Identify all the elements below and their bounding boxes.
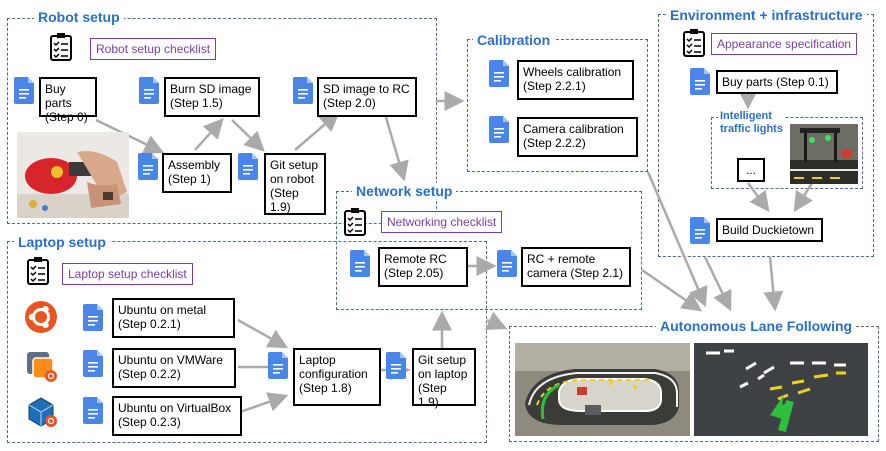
appearance-specification[interactable]: Appearance specification xyxy=(711,33,858,55)
burn-sd-box[interactable]: Burn SD image (Step 1.5) xyxy=(164,77,260,117)
google-doc-icon[interactable] xyxy=(489,116,509,143)
arrow-env-left-to-autonomous xyxy=(703,256,732,312)
environment-title: Environment + infrastructure xyxy=(666,7,867,23)
robot-setup-group xyxy=(7,18,437,224)
google-doc-icon[interactable] xyxy=(14,77,34,104)
clipboard-checklist-icon xyxy=(50,33,72,61)
clipboard-checklist-icon xyxy=(27,257,49,285)
env-buy-parts-box[interactable]: Buy parts (Step 0.1) xyxy=(716,70,838,94)
calibration-group xyxy=(467,39,648,172)
laptop-setup-checklist[interactable]: Laptop setup checklist xyxy=(62,263,193,285)
laptop-setup-title: Laptop setup xyxy=(14,234,110,250)
google-doc-icon[interactable] xyxy=(83,304,103,331)
clipboard-checklist-icon xyxy=(344,208,366,236)
traffic-lights-subgroup xyxy=(711,117,863,189)
git-robot-box[interactable]: Git setup on robot (Step 1.9) xyxy=(264,153,326,215)
google-doc-icon[interactable] xyxy=(489,60,509,87)
camera-calibration-box[interactable]: Camera calibration (Step 2.2.2) xyxy=(517,117,638,157)
vmware-icon xyxy=(27,352,57,382)
google-doc-icon[interactable] xyxy=(138,153,158,180)
google-doc-icon[interactable] xyxy=(238,153,258,180)
google-doc-icon[interactable] xyxy=(690,68,710,95)
robot-setup-title: Robot setup xyxy=(34,9,124,25)
git-laptop-box[interactable]: Git setup on laptop (Step 1.9) xyxy=(412,348,476,409)
google-doc-icon[interactable] xyxy=(690,217,710,244)
google-doc-icon[interactable] xyxy=(268,352,288,379)
ubuntu-metal-box[interactable]: Ubuntu on metal (Step 0.2.1) xyxy=(112,298,235,338)
laptop-config-box[interactable]: Laptop configuration (Step 1.8) xyxy=(293,348,381,406)
ubuntu-vmware-box[interactable]: Ubuntu on VMWare (Step 0.2.2) xyxy=(112,348,236,388)
robot-setup-checklist[interactable]: Robot setup checklist xyxy=(90,38,217,60)
ubuntu-icon xyxy=(25,301,57,333)
networking-checklist[interactable]: Networking checklist xyxy=(381,211,503,233)
traffic-light-photo xyxy=(790,124,858,184)
google-doc-icon[interactable] xyxy=(497,250,517,277)
virtualbox-icon xyxy=(28,397,57,427)
robot-assembly-photo xyxy=(17,132,129,218)
network-setup-group xyxy=(336,191,642,310)
assembly-box[interactable]: Assembly (Step 1) xyxy=(162,153,232,193)
google-doc-icon[interactable] xyxy=(139,77,159,104)
buy-parts-box[interactable]: Buy parts (Step 0) xyxy=(39,77,97,124)
traffic-lights-title: Intelligent traffic lights xyxy=(718,110,785,136)
remote-rc-box[interactable]: Remote RC (Step 2.05) xyxy=(378,247,468,287)
lane-detection-visualization xyxy=(694,343,868,436)
arrow-laptop-group-to-autonomous xyxy=(484,311,508,331)
google-doc-icon[interactable] xyxy=(83,397,103,424)
clipboard-checklist-icon xyxy=(683,29,705,57)
google-doc-icon[interactable] xyxy=(83,350,103,377)
laptop-setup-group xyxy=(7,241,487,443)
ubuntu-virtualbox-box[interactable]: Ubuntu on VirtualBox (Step 0.2.3) xyxy=(112,396,242,436)
autonomous-title: Autonomous Lane Following xyxy=(656,318,857,334)
arrow-network-to-autonomous xyxy=(641,268,703,312)
wheels-calibration-box[interactable]: Wheels calibration (Step 2.2.1) xyxy=(517,60,634,100)
ellipsis-box[interactable]: ... xyxy=(737,158,765,182)
duckietown-map-photo xyxy=(515,343,690,436)
build-duckietown-box[interactable]: Build Duckietown xyxy=(716,218,823,242)
calibration-title: Calibration xyxy=(473,32,555,48)
network-setup-title: Network setup xyxy=(352,183,457,199)
sd-to-rc-box[interactable]: SD image to RC (Step 2.0) xyxy=(317,77,417,117)
rc-camera-box[interactable]: RC + remote camera (Step 2.1) xyxy=(521,247,631,287)
google-doc-icon[interactable] xyxy=(350,250,370,277)
google-doc-icon[interactable] xyxy=(293,77,313,104)
arrow-env-to-autonomous xyxy=(763,256,784,312)
google-doc-icon[interactable] xyxy=(386,352,406,379)
